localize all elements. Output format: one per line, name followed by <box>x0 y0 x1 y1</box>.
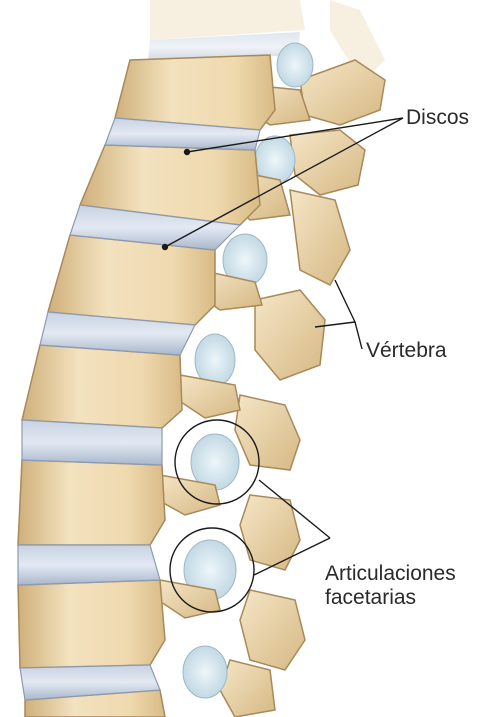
label-facet-joints-line1: Articulaciones <box>325 562 456 586</box>
vertebral-body-5 <box>18 460 165 545</box>
vertebral-body-3 <box>48 235 215 325</box>
vertebral-body-4 <box>22 345 182 428</box>
vertebral-body-1 <box>115 55 275 130</box>
label-discs: Discos <box>406 106 469 130</box>
vertebral-body-6 <box>18 580 165 668</box>
vertebral-bodies <box>18 55 275 717</box>
label-facet-joints-line2: facetarias <box>325 586 456 610</box>
label-vertebra: Vértebra <box>366 339 447 363</box>
label-facet-joints: Articulaciones facetarias <box>325 562 456 610</box>
